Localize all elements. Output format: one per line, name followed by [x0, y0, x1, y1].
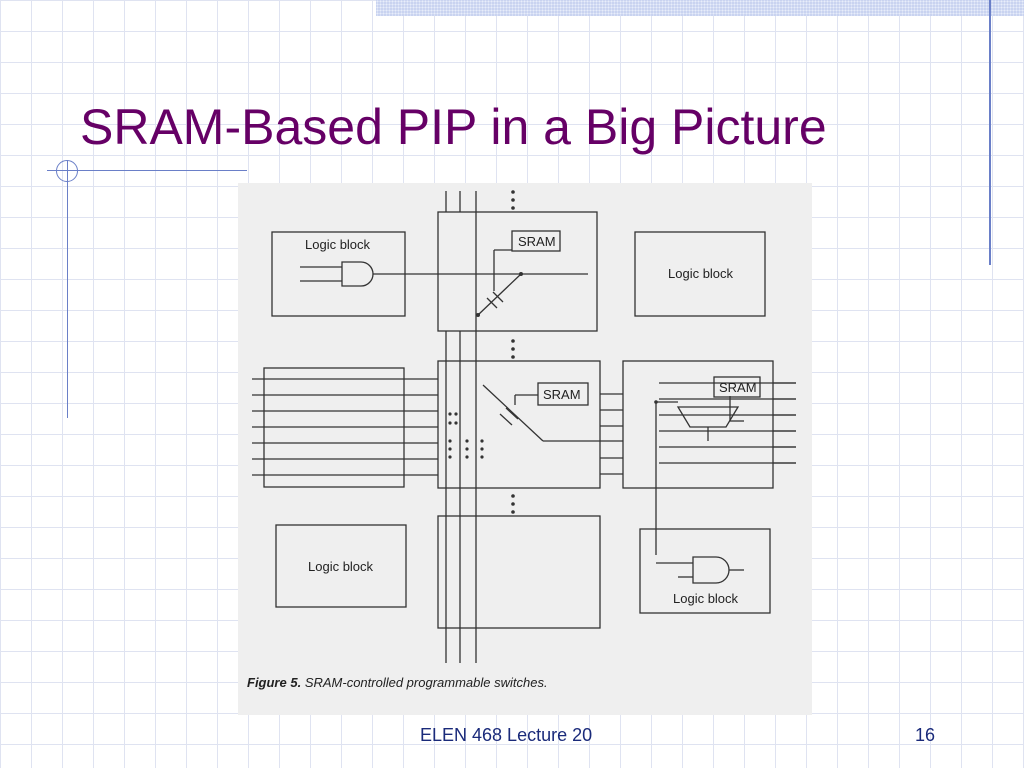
label-sram-1: SRAM — [518, 234, 556, 249]
label-sram-3: SRAM — [719, 380, 757, 395]
label-sram-2: SRAM — [543, 387, 581, 402]
label-logic-block-3: Logic block — [308, 559, 374, 574]
figure-sram-switches: Logic block Logic block Logic block Logi… — [238, 183, 812, 715]
logic-block-top-right — [634, 231, 766, 317]
and-gate-2 — [692, 556, 730, 584]
junction-dots — [448, 190, 658, 514]
figure-caption-text: SRAM-controlled programmable switches. — [304, 675, 548, 690]
top-decorative-band — [376, 0, 1024, 16]
label-logic-block-4: Logic block — [673, 591, 739, 606]
title-underline — [47, 170, 247, 171]
sram-box-2 — [537, 382, 589, 406]
switch-box-center — [437, 360, 601, 489]
slide-title: SRAM-Based PIP in a Big Picture — [80, 99, 827, 155]
multiplexer — [676, 406, 740, 428]
sram-box-3 — [713, 376, 761, 398]
right-decorative-line — [989, 0, 991, 265]
decorative-circle — [56, 160, 78, 182]
figure-diagram: Logic block Logic block Logic block Logi… — [252, 190, 796, 663]
and-gate-1 — [341, 261, 374, 287]
logic-block-bottom-left — [275, 524, 407, 608]
routing-block-right — [622, 360, 774, 489]
figure-caption: Figure 5. SRAM-controlled programmable s… — [247, 675, 548, 690]
figure-caption-label: Figure 5. — [247, 675, 302, 690]
switch-box-top — [437, 211, 598, 332]
page-number: 16 — [915, 725, 936, 745]
left-decorative-line — [67, 160, 68, 418]
label-logic-block-2: Logic block — [668, 266, 734, 281]
sram-box-1 — [511, 230, 561, 252]
footer-lecture: ELEN 468 Lecture 20 — [420, 725, 593, 745]
switch-box-bottom — [437, 515, 601, 629]
label-logic-block-1: Logic block — [305, 237, 371, 252]
logic-block-bottom-right — [639, 528, 771, 614]
